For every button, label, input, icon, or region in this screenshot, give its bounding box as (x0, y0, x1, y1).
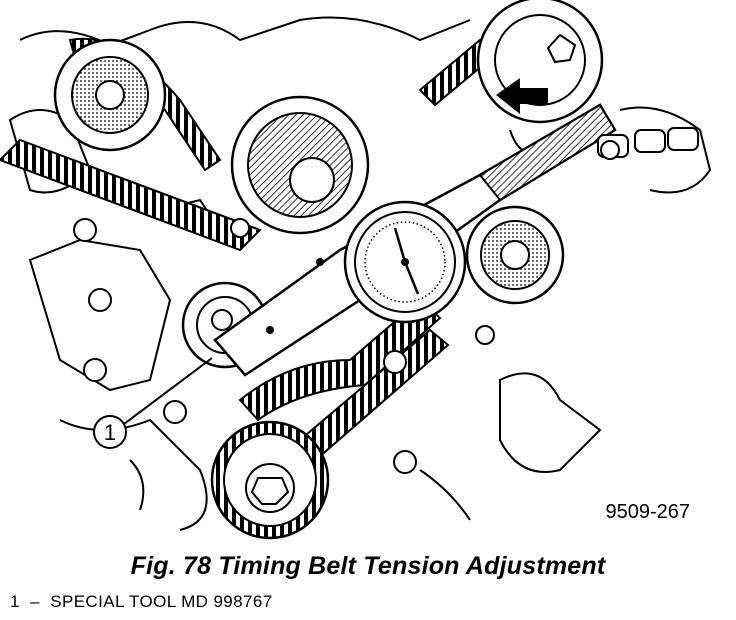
bolts (73, 140, 620, 474)
callout-1-label: 1 (104, 420, 116, 445)
water-pump-pulley (230, 95, 370, 235)
direction-arrow (496, 78, 548, 114)
belt-upper-left (0, 138, 262, 252)
legend: 1 – SPECIAL TOOL MD 998767 (10, 592, 273, 612)
tensioner-pulley (465, 205, 565, 305)
legend-item-number: 1 (10, 592, 20, 611)
figure-code: 9509-267 (605, 501, 690, 523)
crankshaft-sprocket (210, 420, 330, 540)
figure-caption: Fig. 78 Timing Belt Tension Adjustment (130, 552, 606, 580)
legend-item-text: SPECIAL TOOL MD 998767 (50, 592, 273, 611)
timing-belt-illustration: 1 9509-267 (0, 0, 712, 540)
dial-gauge (343, 200, 467, 324)
legend-item-separator: – (30, 592, 40, 611)
camshaft-pulley-top (53, 38, 167, 152)
callout-1: 1 (93, 357, 213, 449)
